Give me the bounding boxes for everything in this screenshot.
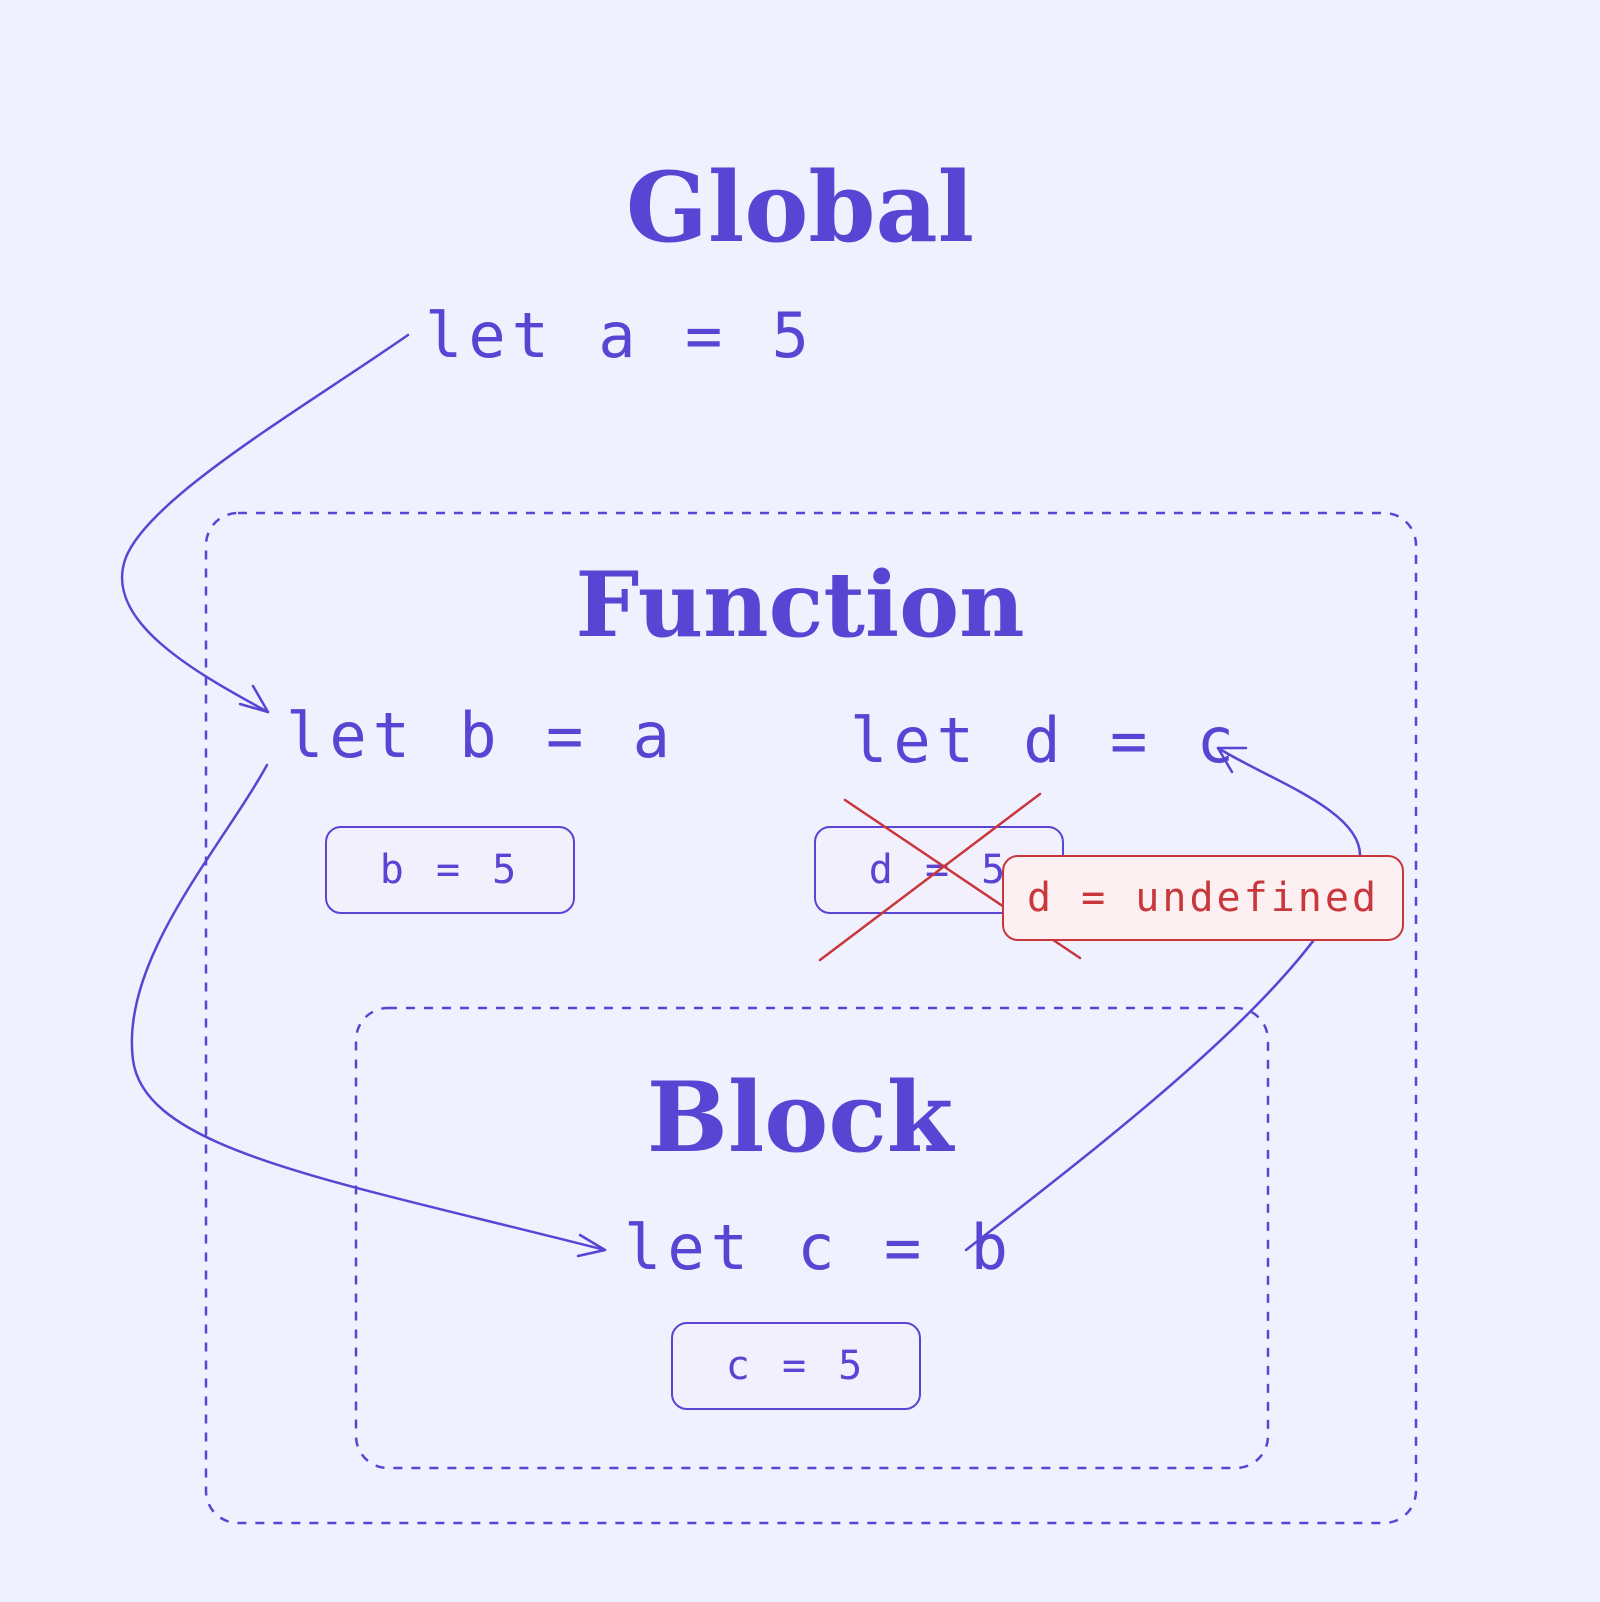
- code-let-c: let c = b: [624, 1211, 1014, 1284]
- arrow-c-to-d-head: [1216, 746, 1248, 774]
- arrow-a-to-b: [120, 333, 410, 714]
- arrow-a-to-b-head: [238, 684, 270, 714]
- block-scope-border: [354, 1006, 1270, 1470]
- arrow-b-to-c: [130, 763, 607, 1252]
- global-scope-title: Global: [625, 151, 975, 264]
- undefined-value-box: d = undefined: [1002, 855, 1404, 941]
- arrow-b-to-c-head: [576, 1233, 607, 1258]
- code-let-d: let d = c: [850, 704, 1240, 777]
- function-scope-title: Function: [575, 552, 1025, 658]
- code-let-a: let a = 5: [425, 299, 815, 372]
- value-box-c: c = 5: [671, 1322, 921, 1410]
- block-scope-title: Block: [646, 1061, 954, 1174]
- code-let-b: let b = a: [286, 699, 676, 772]
- value-box-b: b = 5: [325, 826, 575, 914]
